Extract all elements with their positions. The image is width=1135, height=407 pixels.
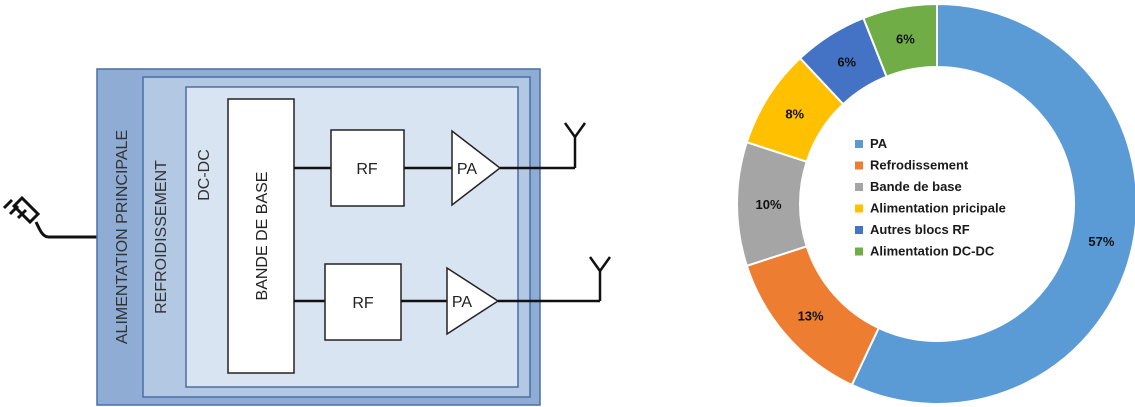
legend-label-refrodissement: Refrodissement xyxy=(870,158,969,173)
donut-slice-pa xyxy=(850,2,1135,405)
legend-swatch-refrodissement xyxy=(855,161,863,170)
legend-swatch-alimentation-dc-dc xyxy=(855,247,863,256)
pa-label-bottom: PA xyxy=(452,294,472,311)
pa-amplifier-top xyxy=(451,129,502,207)
antenna-icon xyxy=(588,256,612,301)
pa-label-top: PA xyxy=(457,161,477,178)
rf-block-bottom xyxy=(324,263,402,341)
donut-value-label: 6% xyxy=(837,55,856,70)
donut-value-label: 6% xyxy=(896,31,915,46)
donut-value-label: 13% xyxy=(798,308,824,323)
donut-value-labels: 57% 13% 10% 8% 6% 6% xyxy=(755,31,1114,323)
power-plug-icon xyxy=(2,195,49,239)
legend-swatch-alimentation-pricipale xyxy=(855,204,863,213)
donut-value-label: 8% xyxy=(785,107,804,122)
legend-label-autres-blocs-rf: Autres blocs RF xyxy=(870,222,970,237)
bande-de-base-label: BANDE DE BASE xyxy=(254,172,271,301)
pa-amplifier-bottom xyxy=(446,266,500,336)
legend-label-alimentation-dc-dc: Alimentation DC-DC xyxy=(870,244,995,259)
legend-swatch-pa xyxy=(855,140,863,148)
legend-label-pa: PA xyxy=(870,136,888,151)
donut-slices xyxy=(736,2,1135,405)
alimentation-label: ALIMENTATION PRINCIPALE xyxy=(114,130,131,344)
donut-value-label: 10% xyxy=(755,197,781,212)
donut-value-label: 57% xyxy=(1088,234,1114,249)
donut-slice-alimentation-dc-dc xyxy=(862,2,938,78)
legend-label-bande-de-base: Bande de base xyxy=(870,179,962,194)
legend-swatch-autres-blocs-rf xyxy=(855,226,863,234)
bande-de-base-box xyxy=(227,98,295,374)
base-station-block-diagram: ALIMENTATION PRINCIPALE REFROIDISSEMENT … xyxy=(2,68,612,406)
rf-label-top: RF xyxy=(356,161,378,178)
antenna-icon xyxy=(563,122,587,168)
legend-label-alimentation-pricipale: Alimentation pricipale xyxy=(870,201,1006,216)
refroidissement-label: REFROIDISSEMENT xyxy=(153,160,170,314)
legend-swatch-bande-de-base xyxy=(855,183,863,191)
dcdc-label: DC-DC xyxy=(196,149,213,201)
rf-label-bottom: RF xyxy=(352,295,374,312)
